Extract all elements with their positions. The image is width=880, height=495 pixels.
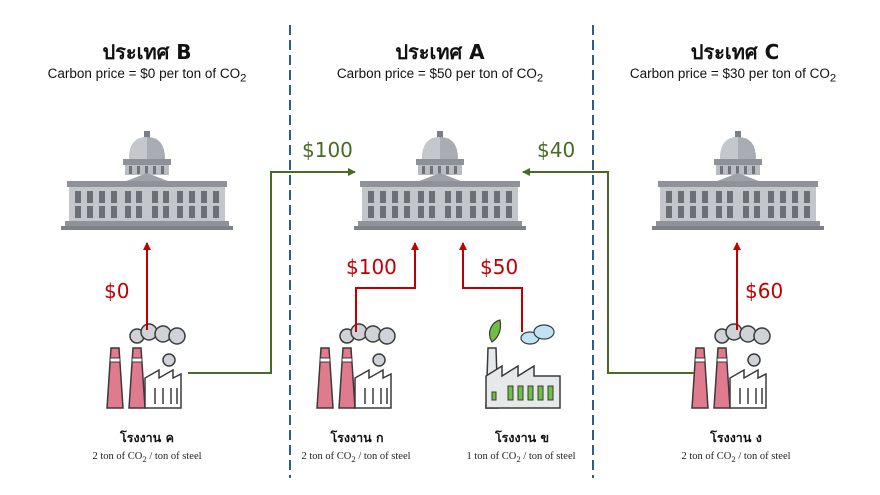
country-b-price: Carbon price = $0 per ton of CO2 <box>47 66 247 85</box>
factory-ko-note: 2 ton of CO2 / ton of steel <box>301 451 411 465</box>
factory-ngo-name: โรงงาน ง <box>710 430 762 445</box>
capitol-a-icon <box>354 131 526 230</box>
factory-kho2-name: โรงงาน ข <box>494 430 550 445</box>
capitol-b-icon <box>61 131 233 230</box>
capitol-c-icon <box>652 131 824 230</box>
flow-c-to-a-label: $40 <box>537 138 576 162</box>
factory-kho-note: 2 ton of CO2 / ton of steel <box>92 451 202 465</box>
flow-c-label: $60 <box>745 279 784 303</box>
factory-kho2-note: 1 ton of CO2 / ton of steel <box>466 451 576 465</box>
factory-ko-name: โรงงาน ก <box>330 430 384 445</box>
country-c-price: Carbon price = $30 per ton of CO2 <box>629 66 837 85</box>
flow-kho2-label: $50 <box>480 255 519 279</box>
flow-b-label: $0 <box>104 279 130 303</box>
flow-b-to-a-label: $100 <box>302 138 353 162</box>
arrow-ko-to-a <box>355 242 419 332</box>
factory-kho2-icon <box>485 319 561 409</box>
factory-ko-icon <box>316 323 396 409</box>
country-a-price: Carbon price = $50 per ton of CO2 <box>336 66 544 85</box>
factory-ngo-note: 2 ton of CO2 / ton of steel <box>681 451 791 465</box>
arrow-kho2-to-a <box>459 242 523 332</box>
country-b-title: ประเทศ B <box>102 40 192 64</box>
country-a-title: ประเทศ A <box>395 40 485 64</box>
arrow-c-factory-to-a <box>522 168 694 374</box>
factory-kho-name: โรงงาน ค <box>120 430 174 445</box>
factory-kho-icon <box>106 323 186 409</box>
factory-ngo-icon <box>691 323 771 409</box>
arrow-b-factory-to-a <box>188 168 356 374</box>
flow-ko-label: $100 <box>346 255 397 279</box>
country-c-title: ประเทศ C <box>690 40 780 64</box>
